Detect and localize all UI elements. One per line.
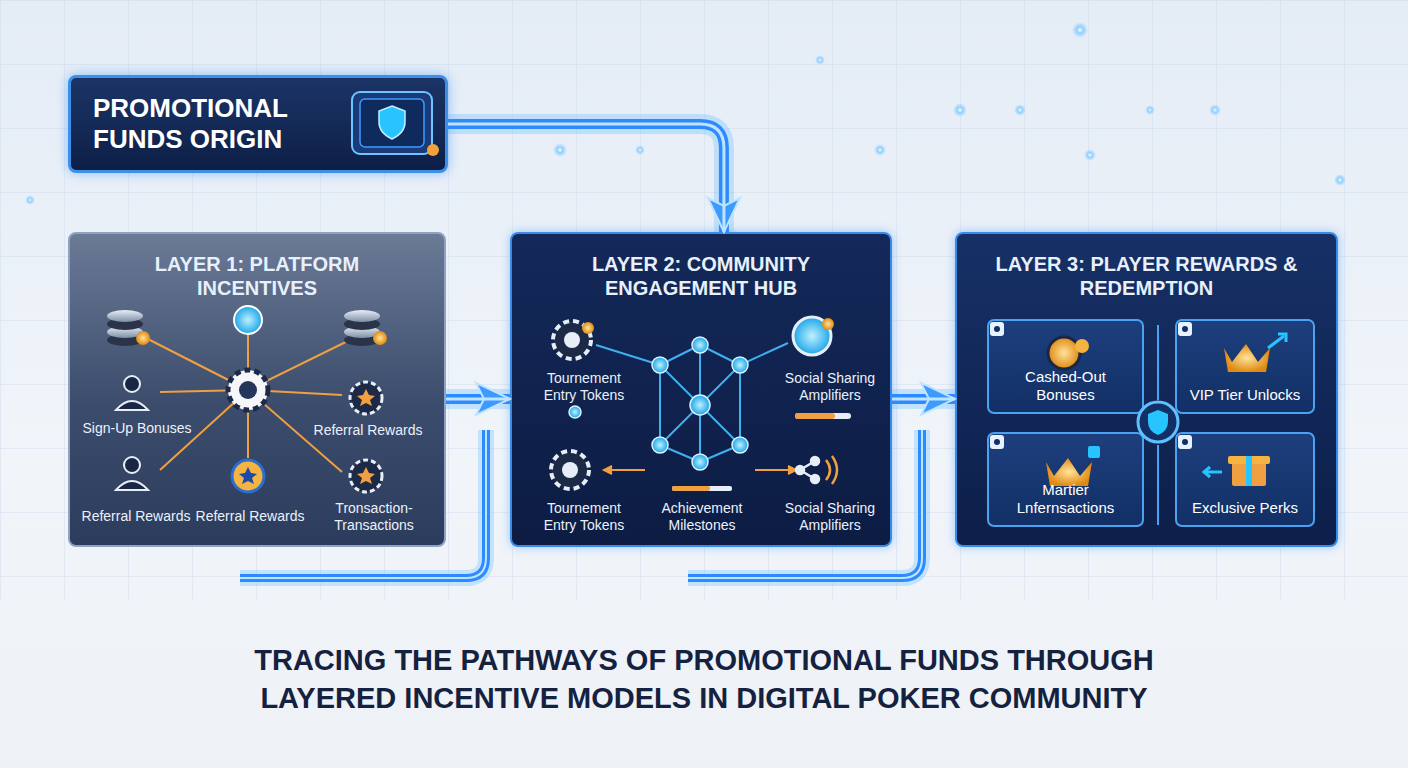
item-label: Referral Rewards: [76, 508, 196, 525]
item-label: Achievement Milestones: [647, 500, 757, 534]
item-label: Tronsaction-Transactions: [324, 500, 424, 534]
flow-arrow-stroke: [892, 397, 955, 400]
reward-box: Martier Lnfernsactions: [987, 432, 1144, 527]
flow-arrow-stroke: [892, 394, 955, 404]
flow-arrow-stroke: [446, 397, 510, 400]
item-label: Referral Rewards: [195, 508, 305, 525]
flow-arrow: [448, 124, 724, 232]
box-text: VIP Tier Unlocks: [1190, 386, 1301, 404]
origin-box: PROMOTIONAL FUNDS ORIGIN: [68, 75, 448, 173]
flow-arrow-stroke: [446, 389, 510, 409]
flow-arrow: [446, 398, 510, 399]
flow-arrow-stroke: [446, 394, 510, 404]
flow-arrow-stroke: [448, 124, 724, 232]
flow-arrow: [892, 398, 955, 399]
return-loop: [240, 430, 922, 578]
item-label: Social Sharing Amplifiers: [778, 500, 882, 534]
box-text: Martier Lnfernsactions: [995, 481, 1136, 517]
item-label: Social Sharing Amplifiers: [778, 370, 882, 404]
reward-box: Cashed-Out Bonuses: [987, 319, 1144, 414]
flow-arrow-stroke: [448, 124, 724, 232]
item-label: Tournement Entry Tokens: [529, 500, 639, 534]
panel-title: LAYER 1: PLATFORM INCENTIVES: [97, 252, 417, 300]
panel-title: LAYER 2: COMMUNITY ENGAGEMENT HUB: [541, 252, 861, 300]
item-label: Referral Rewards: [308, 422, 428, 439]
box-text: PROMOTIONAL FUNDS ORIGIN: [93, 93, 335, 155]
item-label: Sign-Up Bonuses: [77, 420, 197, 437]
layer-panel: LAYER 1: PLATFORM INCENTIVES Sign-Up Bonu…: [68, 232, 446, 547]
layer-panel: LAYER 2: COMMUNITY ENGAGEMENT HUB Tournem…: [510, 232, 892, 547]
flow-arrow-stroke: [892, 389, 955, 409]
item-label: Tournement Entry Tokens: [529, 370, 639, 404]
reward-box: Exclusive Perks: [1175, 432, 1315, 527]
caption: TRACING THE PATHWAYS OF PROMOTIONAL FUND…: [199, 642, 1209, 717]
reward-box: VIP Tier Unlocks: [1175, 319, 1315, 414]
flow-arrow-stroke: [448, 124, 724, 232]
box-text: Cashed-Out Bonuses: [995, 368, 1136, 404]
panel-title: LAYER 3: PLAYER REWARDS & REDEMPTION: [987, 252, 1307, 300]
box-text: Exclusive Perks: [1192, 499, 1298, 517]
layer-panel: LAYER 3: PLAYER REWARDS & REDEMPTION Cash…: [955, 232, 1338, 547]
